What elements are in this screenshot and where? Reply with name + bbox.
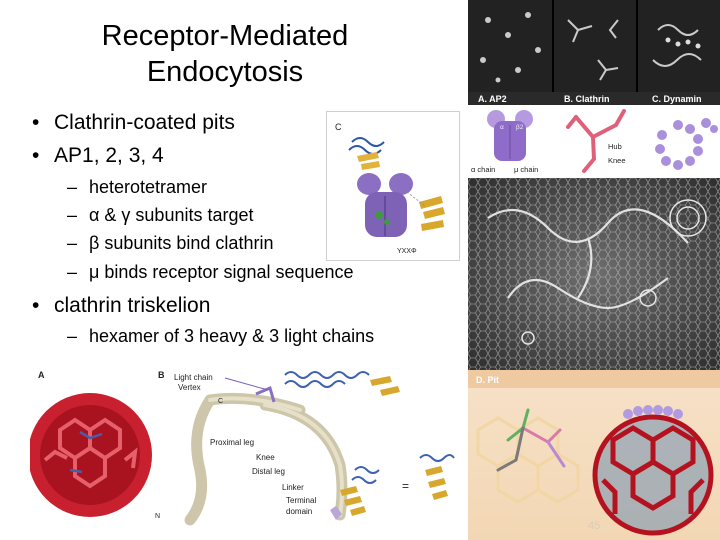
bullet-marker: •	[32, 111, 40, 134]
sub-bullet-text: binds receptor signal sequence	[99, 262, 354, 282]
sub-bullet-beta: –β subunits bind clathrin	[67, 232, 273, 254]
slide-title: Receptor-Mediated Endocytosis	[40, 18, 410, 90]
pit-illustration	[476, 405, 714, 536]
electron-micrograph	[468, 178, 720, 370]
micrograph-image	[468, 0, 720, 92]
sub-bullet-text: &	[99, 205, 122, 225]
label-a-ap2: A. AP2	[478, 94, 507, 104]
sub-bullet-hexamer: –hexamer of 3 heavy & 3 light chains	[67, 325, 374, 347]
sub-bullet-mu: –μ binds receptor signal sequence	[67, 261, 354, 283]
panel-a-letter: A	[38, 370, 45, 380]
bullet-text: Clathrin-coated pits	[54, 111, 235, 134]
knee-label: Knee	[608, 156, 626, 165]
greek-alpha: α	[89, 205, 100, 225]
bullet-text: AP1, 2, 3, 4	[54, 144, 164, 167]
protein-cartoon-strip: A. AP2 B. Clathrin C. Dynamin α β2 α cha…	[468, 92, 720, 178]
bullet-marker: •	[32, 144, 40, 167]
clathrin-structure-figure: = A B C N Light chain Vertex Proximal le…	[30, 360, 468, 540]
cartoon-strip-header	[468, 92, 720, 105]
bullet-ap-proteins: • AP1, 2, 3, 4	[32, 143, 164, 169]
coated-pit-figure: D. Pit 45	[468, 370, 720, 540]
dash-marker: –	[67, 233, 78, 253]
dash-marker: –	[67, 262, 78, 282]
dash-marker: –	[67, 177, 78, 197]
label-d-pit: D. Pit	[476, 375, 500, 385]
micrograph-top-strip	[468, 0, 720, 92]
beta2-small-label: β2	[516, 124, 524, 131]
equals-sign: =	[402, 479, 409, 493]
vertex-label: Vertex	[178, 383, 201, 392]
protein-cartoons	[487, 109, 718, 173]
page-number: 45	[588, 520, 601, 532]
greek-mu: μ	[89, 262, 100, 282]
distal-leg-label: Distal leg	[252, 467, 285, 476]
n-letter: N	[155, 513, 160, 520]
label-b-clathrin: B. Clathrin	[564, 94, 610, 104]
c-letter: C	[218, 398, 223, 405]
greek-gamma: γ	[121, 205, 131, 225]
knee-label: Knee	[256, 453, 275, 462]
motif-label: YXXΦ	[397, 248, 417, 255]
sub-bullet-text: subunits bind clathrin	[99, 233, 274, 253]
ap2-panel-letter: C	[335, 122, 342, 132]
hub-label: Hub	[608, 142, 622, 151]
sub-bullet-text: heterotetramer	[89, 177, 208, 197]
dash-marker: –	[67, 326, 78, 346]
sub-bullet-text: hexamer of 3 heavy & 3 light chains	[89, 326, 375, 346]
sub-bullet-heterotetramer: –heterotetramer	[67, 176, 207, 198]
sub-bullet-alpha-gamma: –α & γ subunits target	[67, 204, 254, 226]
label-c-dynamin: C. Dynamin	[652, 94, 702, 104]
alpha-small-label: α	[500, 124, 504, 131]
greek-beta: β	[89, 233, 100, 253]
title-line-2: Endocytosis	[146, 56, 304, 88]
bullet-marker: •	[32, 294, 40, 317]
linker-label: Linker	[282, 483, 304, 492]
ap2-structure-illustration: C YXXΦ	[335, 122, 445, 255]
domain-label: domain	[286, 507, 312, 516]
dash-marker: –	[67, 205, 78, 225]
bullet-text: clathrin triskelion	[54, 294, 211, 317]
clathrin-structure-illustration: = A B C N Light chain Vertex Proximal le…	[30, 370, 455, 526]
light-chain-label: Light chain	[174, 373, 213, 382]
alpha-chain-label: α chain	[471, 165, 496, 174]
terminal-label: Terminal	[286, 496, 316, 505]
pit-header-band	[468, 370, 720, 388]
sub-bullet-text: subunits target	[130, 205, 254, 225]
proximal-leg-label: Proximal leg	[210, 438, 254, 447]
bullet-clathrin-triskelion: • clathrin triskelion	[32, 293, 210, 319]
lattice-micrograph	[468, 178, 720, 370]
panel-b-letter: B	[158, 370, 165, 380]
ap2-structure-figure: C YXXΦ	[326, 111, 460, 261]
title-line-1: Receptor-Mediated	[101, 20, 349, 52]
mu-chain-label: μ chain	[514, 165, 539, 174]
bullet-clathrin-coated-pits: • Clathrin-coated pits	[32, 110, 235, 136]
